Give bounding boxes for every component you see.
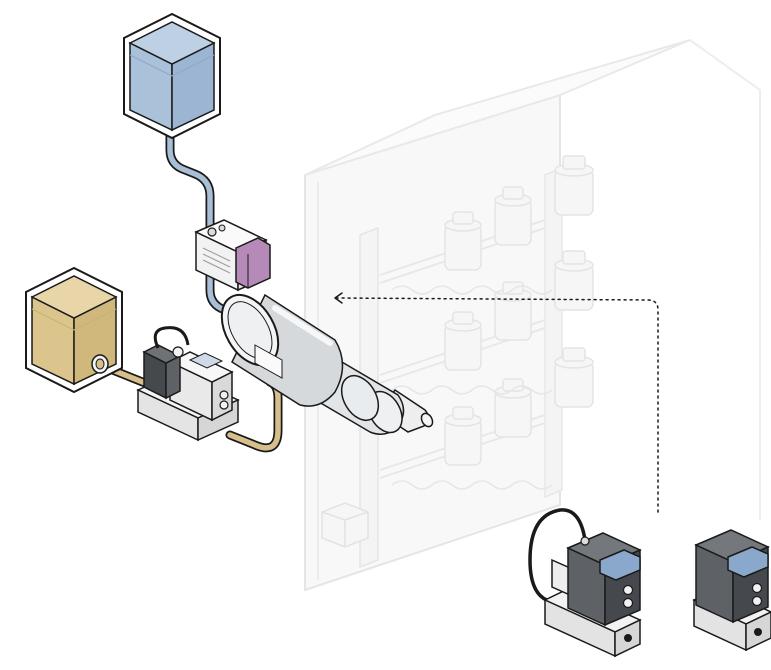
dotted-arrow-path xyxy=(335,297,659,513)
bottle xyxy=(494,281,532,341)
mfc-right-2-top-cap xyxy=(727,546,769,578)
mfc-left-cable xyxy=(153,326,190,349)
mfc-right-1-base-port xyxy=(624,634,632,642)
mfc-right-2-base-port xyxy=(754,628,762,636)
blue-tank-top xyxy=(128,21,216,65)
mfc-left-body-top xyxy=(168,351,234,383)
cabinet-rack-wires xyxy=(391,285,553,490)
mixer-label xyxy=(254,344,283,379)
blue-liquid-tank xyxy=(123,12,221,235)
bottle xyxy=(494,378,532,438)
dotted-arrow-head xyxy=(334,292,343,304)
mfc-right-1-cable xyxy=(528,508,587,604)
mass-flow-controller-left xyxy=(136,326,240,442)
yellow-tank-top xyxy=(30,275,118,319)
bottle xyxy=(554,155,594,216)
purple-meter-connector xyxy=(218,224,226,232)
bottle xyxy=(444,211,482,271)
dotted-arrow xyxy=(334,292,659,513)
yellow-tank-level xyxy=(31,308,117,331)
cabinet-bottles xyxy=(444,155,594,466)
blue-tank-level xyxy=(129,54,215,77)
mfc-left-top-panel xyxy=(188,352,224,369)
mass-flow-controller-right-2 xyxy=(692,529,771,652)
mixer-highlight xyxy=(272,305,333,346)
bottle xyxy=(554,347,594,408)
bottle xyxy=(444,406,482,466)
purple-meter-cap xyxy=(235,237,271,289)
bottle xyxy=(494,186,532,246)
purple-flow-meter xyxy=(194,219,271,327)
mfc-right-1-top-cap xyxy=(599,549,641,581)
mixer-cylinder xyxy=(220,293,434,435)
storage-cabinet-with-bottles xyxy=(304,39,761,592)
mfc-right-2-connectors xyxy=(751,582,763,607)
blue-tube-fill xyxy=(167,125,213,233)
mixer-nozzle-tip xyxy=(420,412,434,428)
yellow-liquid-tank xyxy=(25,266,283,453)
mixer-narrow-ring xyxy=(340,374,380,422)
cabinet-back-edge xyxy=(689,39,761,520)
mfc-left-connectors xyxy=(172,346,229,410)
cabinet-door-post-right xyxy=(544,166,563,499)
purple-meter-label-lines xyxy=(202,247,231,274)
mfc-right-1-connectors xyxy=(622,584,634,609)
bottle xyxy=(444,311,482,371)
purple-meter-connector xyxy=(207,227,217,237)
cabinet-latch-box xyxy=(321,502,369,548)
mfc-right-1-cable-port xyxy=(580,536,590,546)
mass-flow-controller-right-1 xyxy=(528,508,642,658)
yellow-tank-outlet-inner xyxy=(95,358,105,370)
